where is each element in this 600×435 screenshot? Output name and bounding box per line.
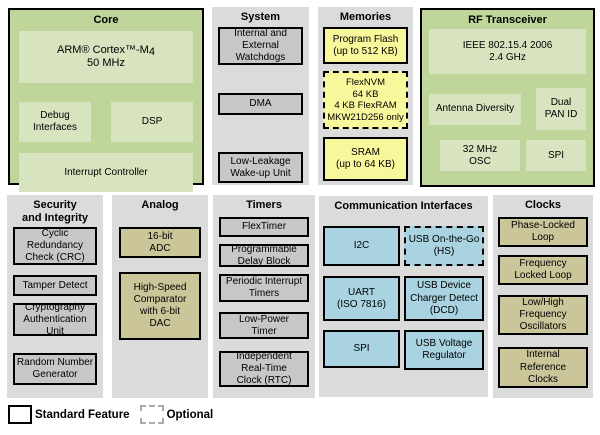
cpu-speed: 50 MHz	[87, 57, 125, 70]
i2c-block: I2C	[323, 226, 400, 267]
debug-interfaces-block: Debug Interfaces	[19, 102, 91, 143]
standard-feature-label: Standard Feature	[35, 408, 130, 421]
analog-group-title: Analog	[141, 199, 179, 211]
cpu-name-sub: 4	[148, 45, 155, 58]
pll-block: Phase-Locked Loop	[498, 217, 588, 248]
uart-block: UART (ISO 7816)	[323, 276, 400, 322]
security-group-title: Security and Integrity	[21, 199, 88, 225]
comm-interfaces-group-title: Communication Interfaces	[334, 200, 473, 212]
flextimer-block: FlexTimer	[219, 217, 309, 238]
usb-vreg-block: USB Voltage Regulator	[404, 330, 484, 371]
rng-block: Random Number Generator	[13, 353, 97, 386]
interrupt-controller-block: Interrupt Controller	[19, 153, 193, 193]
cpu-block: ARM® Cortex™-M4 50 MHz	[19, 31, 193, 84]
optional-label: Optional	[166, 408, 214, 421]
comm-spi-block: SPI	[323, 330, 400, 369]
antenna-diversity-block: Antenna Diversity	[429, 93, 521, 125]
ieee-802154-block: IEEE 802.15.4 2006 2.4 GHz	[429, 29, 586, 75]
memories-group-title: Memories	[339, 11, 392, 23]
usb-otg-block: USB On-the-Go (HS)	[404, 226, 484, 267]
pit-block: Periodic Interrupt Timers	[219, 274, 309, 303]
usb-dcd-block: USB Device Charger Detect (DCD)	[404, 276, 484, 322]
llwu-block: Low-Leakage Wake-up Unit	[218, 152, 303, 184]
clocks-group: Clocks Phase-Locked Loop Frequency Locke…	[493, 195, 593, 398]
rtc-block: Independent Real-Time Clock (RTC)	[219, 351, 309, 388]
standard-feature-swatch	[8, 405, 32, 424]
analog-group: Analog 16-bit ADC High-Speed Comparator …	[112, 195, 208, 398]
rf-transceiver-group: RF Transceiver IEEE 802.15.4 2006 2.4 GH…	[420, 8, 595, 187]
program-flash-block: Program Flash (up to 512 KB)	[323, 27, 408, 65]
irc-block: Internal Reference Clocks	[498, 347, 588, 389]
osc-32mhz-block: 32 MHz OSC	[440, 140, 520, 172]
optional-swatch	[139, 405, 164, 424]
memories-group: Memories Program Flash (up to 512 KB) Fl…	[318, 7, 413, 185]
low-power-timer-block: Low-Power Timer	[219, 312, 309, 340]
fll-block: Frequency Locked Loop	[498, 255, 588, 286]
lh-oscillators-block: Low/High Frequency Oscillators	[498, 295, 588, 336]
rf-spi-block: SPI	[526, 140, 586, 172]
crypto-auth-block: Cryptography Authentication Unit	[13, 302, 97, 337]
system-group: System Internal and External Watchdogs D…	[212, 7, 309, 185]
comm-interfaces-group: Communication Interfaces I2C USB On-the-…	[319, 196, 488, 397]
core-group: Core ARM® Cortex™-M4 50 MHz Debug Interf…	[8, 8, 204, 193]
core-group-title: Core	[93, 14, 119, 26]
security-group: Security and Integrity Cyclic Redundancy…	[7, 195, 103, 398]
timers-group-title: Timers	[246, 199, 282, 211]
pdb-block: Programmable Delay Block	[219, 244, 309, 268]
dsp-block: DSP	[111, 102, 193, 143]
sram-block: SRAM (up to 64 KB)	[323, 137, 408, 182]
adc-block: 16-bit ADC	[119, 227, 201, 259]
watchdogs-block: Internal and External Watchdogs	[218, 27, 303, 66]
system-group-title: System	[240, 11, 281, 23]
crc-block: Cyclic Redundancy Check (CRC)	[13, 227, 97, 266]
dma-block: DMA	[218, 93, 303, 116]
rf-transceiver-group-title: RF Transceiver	[468, 14, 547, 26]
clocks-group-title: Clocks	[524, 199, 562, 211]
cpu-name-prefix: ARM® Cortex™-M	[57, 43, 149, 56]
flexnvm-block: FlexNVM 64 KB 4 KB FlexRAM MKW21D256 onl…	[323, 71, 408, 130]
legend: Standard Feature Optional	[8, 405, 213, 424]
comparator-block: High-Speed Comparator with 6-bit DAC	[119, 272, 201, 341]
tamper-detect-block: Tamper Detect	[13, 275, 97, 297]
cpu-name: ARM® Cortex™-M4	[57, 43, 155, 58]
timers-group: Timers FlexTimer Programmable Delay Bloc…	[213, 195, 315, 398]
dual-pan-id-block: Dual PAN ID	[536, 88, 586, 131]
